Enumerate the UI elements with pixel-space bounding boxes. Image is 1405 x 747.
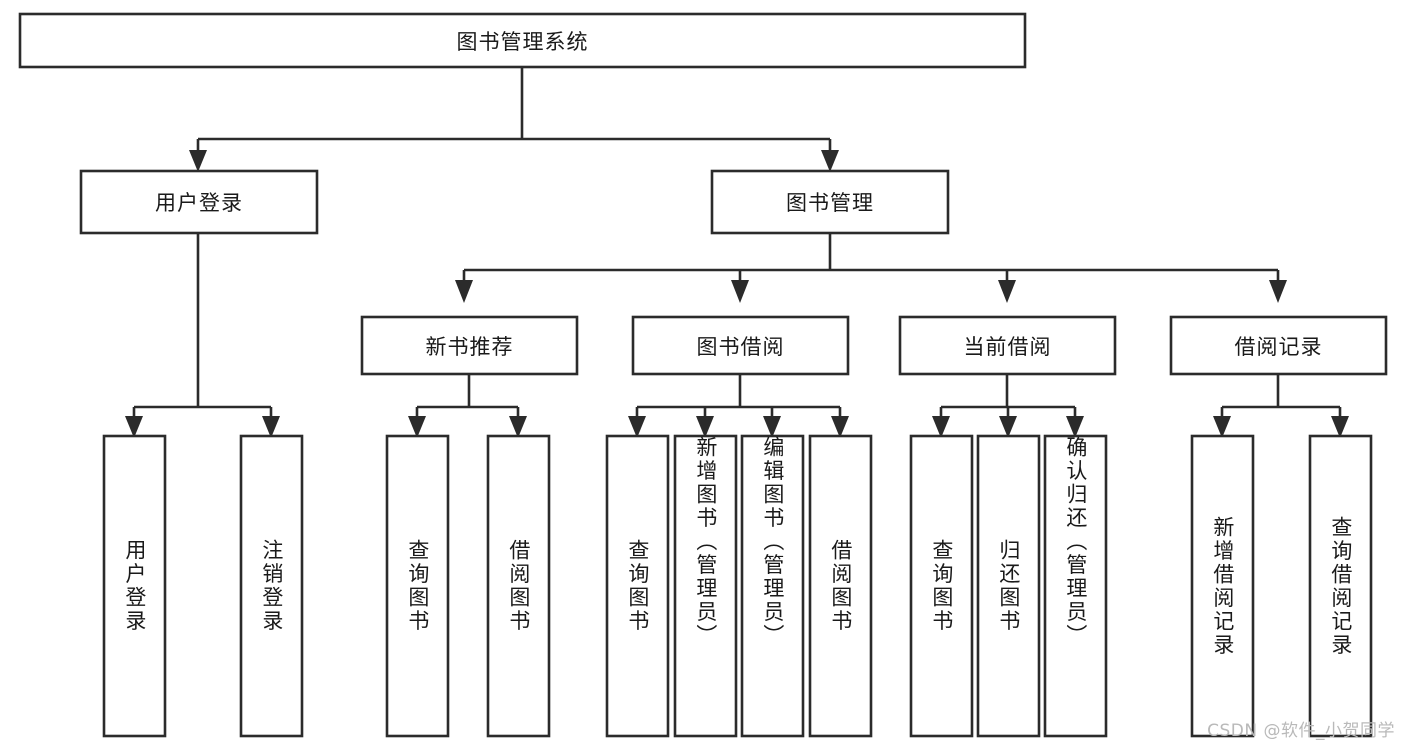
connector-bookborrow-to-leaves [628,374,849,438]
node-new-book-recommend[interactable] [360,315,579,376]
node-leaf-borrow-book-2[interactable] [808,434,873,738]
node-leaf-edit-book[interactable] [740,434,805,738]
node-leaf-query-record[interactable] [1308,434,1373,738]
connector-root-to-level2 [189,67,839,172]
connector-newbook-to-leaves [408,374,527,438]
node-leaf-user-logout[interactable] [239,434,304,738]
node-borrow-record[interactable] [1169,315,1388,376]
node-leaf-query-book-1[interactable] [385,434,450,738]
node-user-login[interactable] [79,169,319,235]
node-current-borrow[interactable] [898,315,1117,376]
node-book-borrow[interactable] [631,315,850,376]
node-leaf-query-book-3[interactable] [909,434,974,738]
node-leaf-add-record[interactable] [1190,434,1255,738]
node-leaf-user-login[interactable] [102,434,167,738]
node-leaf-query-book-2[interactable] [605,434,670,738]
node-book-manage[interactable] [710,169,950,235]
connector-currentborrow-to-leaves [932,374,1084,438]
connector-bookmanage-to-level3 [455,233,1287,303]
node-root[interactable] [18,12,1027,69]
watermark: CSDN @软件_小贺同学 [1207,721,1395,741]
node-leaf-borrow-book-1[interactable] [486,434,551,738]
node-leaf-add-book[interactable] [673,434,738,738]
connector-userlogin-to-leaves [125,233,280,438]
node-leaf-return-book[interactable] [976,434,1041,738]
connector-borrowrecord-to-leaves [1213,374,1349,438]
node-leaf-confirm-return[interactable] [1043,434,1108,738]
